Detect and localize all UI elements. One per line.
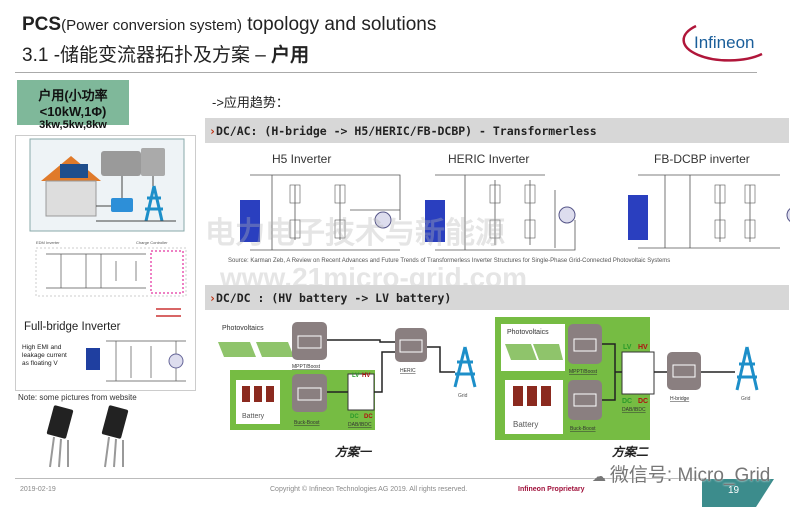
mppt-label: MPPT/Boost [292, 364, 321, 370]
fbdcbp-circuit [628, 174, 790, 249]
mppt-label: MPPT/Boost [569, 369, 598, 375]
battery-label: Battery [513, 420, 538, 429]
box-title: 户用(小功率<10kW,1Φ) [38, 88, 108, 119]
heric-circuit [425, 174, 576, 251]
plan2-label: 方案二 [612, 445, 649, 459]
to247-transistor-icon [101, 405, 129, 468]
dc-right-label: DC [638, 398, 648, 405]
footer-proprietary: Infineon Proprietary [518, 486, 585, 493]
slide-title: PCS(Power conversion system) topology an… [22, 14, 436, 36]
buckboost-block [568, 380, 602, 420]
subtitle-prefix: 3.1 -储能变流器拓扑及方案 – [22, 45, 272, 66]
battery-icon [242, 386, 250, 402]
plan1-label: 方案一 [335, 445, 372, 459]
buckboost-block [292, 374, 327, 412]
footer-divider [15, 478, 705, 479]
battery-icon [513, 386, 523, 406]
dcac-bar-text: DC/AC: (H-bridge -> H5/HERIC/FB-DCBP) - … [215, 124, 597, 138]
pv-label: Photovoltaics [222, 325, 264, 332]
title-rest: topology and solutions [241, 14, 437, 35]
heric-label: HERIC [400, 368, 416, 374]
hbridge-block [667, 352, 701, 390]
fbdcbp-inverter-title: FB-DCBP inverter [654, 152, 750, 166]
transistor-images [46, 405, 129, 468]
plan2-diagram: Photovoltaics MPPT/Boost Battery Buck-Bo… [495, 317, 759, 440]
meter-icon [141, 148, 165, 176]
wechat-watermark: ☁ 微信号: Micro_Grid [592, 460, 770, 487]
solar-array-icon [505, 344, 563, 360]
left-image-panel: EDM Inverter Charge Controller Full-bridg… [15, 135, 196, 391]
subtitle-bold: 户用 [271, 45, 310, 66]
fullbridge-label: Full-bridge Inverter [24, 321, 121, 333]
grid-label: Grid [458, 393, 468, 399]
grid-tower-icon [453, 346, 477, 388]
inverter-icon [101, 151, 141, 176]
solar-array-icon [218, 342, 294, 357]
svg-text:Infineon: Infineon [694, 33, 755, 52]
dc-right-label: DC [364, 414, 373, 420]
dcdc-bar-text: DC/DC : (HV battery -> LV battery) [215, 291, 452, 305]
dcac-section-bar: ›DC/AC: (H-bridge -> H5/HERIC/FB-DCBP) -… [205, 118, 789, 143]
to247-transistor-icon [46, 405, 74, 468]
svg-text:EDM Inverter: EDM Inverter [36, 240, 60, 245]
box-sub: 3kw,5kw,8kw [39, 119, 107, 131]
grid-tower-icon [735, 346, 759, 391]
dcdc-section-bar: ›DC/DC : (HV battery -> LV battery) [205, 285, 789, 310]
lv-label: LV [623, 344, 632, 351]
battery-icon [111, 198, 133, 212]
plan1-diagram: Photovoltaics MPPT/Boost Battery Buck-Bo… [218, 322, 477, 430]
dcdc-diagrams: Photovoltaics MPPT/Boost Battery Buck-Bo… [218, 317, 759, 440]
household-spec-box: 户用(小功率<10kW,1Φ) 3kw,5kw,8kw [17, 80, 129, 131]
grid-tower-icon [144, 185, 164, 222]
source-citation: Source: Karman Zeb, A Review on Recent A… [228, 258, 671, 264]
buckboost-label: Buck-Boost [294, 420, 320, 426]
fullbridge-note: High EMI and leakage current as floating… [22, 344, 67, 367]
h5-inverter-title: H5 Inverter [272, 152, 332, 166]
title-paren: (Power conversion system) [61, 17, 242, 34]
inverter-circuits [240, 174, 790, 251]
hv-label: HV [362, 373, 370, 379]
mppt-converter-block [292, 322, 327, 360]
dab-transformer-block [347, 373, 375, 411]
h5-circuit [240, 174, 401, 251]
wechat-icon: ☁ [592, 468, 610, 484]
dab-label: DAB/IBDC [348, 422, 372, 428]
battery-label: Battery [242, 413, 265, 420]
infineon-logo: Infineon [682, 24, 763, 62]
hv-label: HV [638, 344, 648, 351]
header-divider [15, 72, 757, 73]
trend-label: ->应用趋势： [212, 95, 289, 110]
slide-subtitle: 3.1 -储能变流器拓扑及方案 – 户用 [22, 40, 309, 67]
footer-copyright: Copyright © Infineon Technologies AG 201… [270, 486, 468, 493]
svg-text:Charge Controller: Charge Controller [136, 240, 168, 245]
hbridge-label: H-bridge [670, 396, 689, 402]
watermark-cn: 电力电子技术与新能源 [205, 217, 505, 250]
grid-label: Grid [741, 396, 751, 402]
title-bold: PCS [22, 14, 62, 35]
mppt-converter-block [568, 324, 602, 364]
page-number: 19 [728, 485, 740, 496]
dab-label: DAB/IBDC [622, 407, 646, 413]
footer-date: 2019-02-19 [20, 486, 56, 493]
solar-panel-icon [86, 348, 100, 370]
heric-inverter-title: HERIC Inverter [448, 152, 530, 166]
buckboost-label: Buck-Boost [570, 426, 596, 432]
dc-left-label: DC [350, 414, 359, 420]
lv-label: LV [352, 373, 359, 379]
system-illustration: EDM Inverter Charge Controller Full-bridg… [22, 138, 187, 382]
pv-label: Photovoltaics [507, 329, 549, 336]
pictures-note: Note: some pictures from website [18, 393, 137, 402]
wechat-text: 微信号: Micro_Grid [609, 465, 771, 486]
dc-left-label: DC [622, 398, 632, 405]
house-icon [45, 180, 97, 217]
heric-block [395, 328, 427, 362]
dab-transformer-block [621, 351, 655, 395]
